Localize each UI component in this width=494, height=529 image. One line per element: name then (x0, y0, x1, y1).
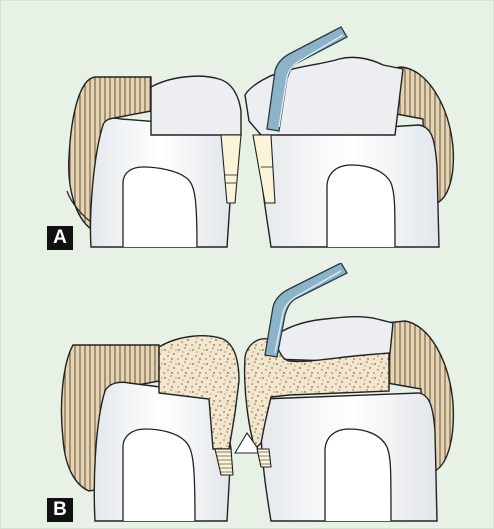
matrix-band-right (257, 449, 271, 467)
panel-label-b: B (47, 498, 73, 522)
panel-label-a: A (47, 226, 73, 250)
panel-b-drawing (9, 263, 487, 525)
left-crown (151, 76, 241, 135)
panel-a: A (9, 7, 487, 257)
matrix-band-right (253, 135, 275, 203)
panel-a-drawing (9, 7, 487, 257)
panel-b: B (9, 263, 487, 525)
